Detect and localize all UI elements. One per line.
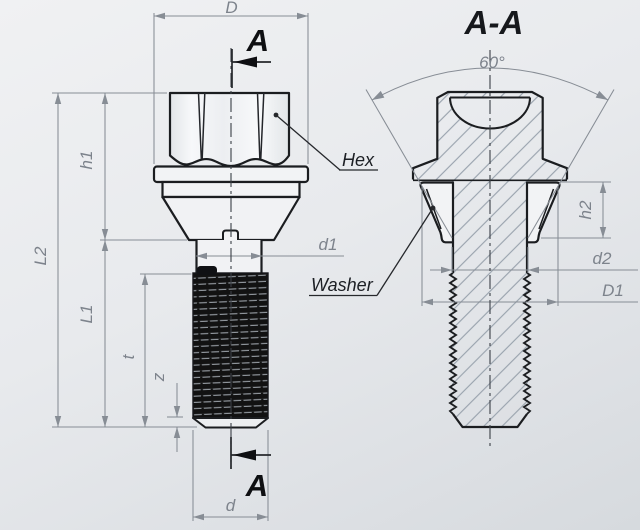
cone-angle-label: 60°: [479, 53, 505, 72]
arrow-arc-right: [595, 90, 608, 100]
section-title: A-A: [464, 4, 524, 41]
arrow-arc-left: [372, 90, 385, 100]
arrow-t-top: [141, 274, 149, 285]
arrow-t-bottom: [141, 416, 149, 427]
dim-label-L1: L1: [77, 305, 96, 324]
arrow-d-left: [193, 513, 204, 521]
shank-sides: [195, 240, 263, 274]
arrow-D1-left: [422, 298, 433, 306]
arrow-d2-right: [528, 266, 539, 274]
thread-runout: [197, 266, 217, 275]
thread-zigzag-right: [522, 272, 532, 415]
leader-washer: [376, 207, 434, 296]
hex-corner-edges: [197, 92, 265, 159]
ext-line-D1: [421, 186, 559, 306]
section-shank-sides: [451, 242, 529, 273]
arrow-h1-top: [101, 93, 109, 104]
dimension-arrows: [54, 12, 608, 521]
section-marker-top: A: [246, 23, 269, 58]
arrow-L2-bottom: [54, 416, 62, 427]
ext-line-d: [192, 430, 269, 521]
arrow-D1-right: [547, 298, 558, 306]
section-cut-marks: [230, 49, 271, 469]
arrow-h2-top: [599, 182, 607, 193]
ext-line-d2: [451, 247, 529, 273]
callout-leaders: [273, 112, 436, 297]
dim-label-d2: d2: [593, 249, 612, 268]
thread-tip-chamfer: [192, 417, 269, 429]
cut-arrow-top: [234, 56, 257, 68]
arrow-h1-bottom: [101, 229, 109, 240]
dim-label-h2: h2: [576, 200, 595, 219]
dim-label-d: d: [226, 496, 236, 515]
section-marker-bottom: A: [245, 468, 268, 503]
arrow-L2-top: [54, 93, 62, 104]
arrow-d1-right: [251, 252, 262, 260]
arrow-z-top: [173, 406, 181, 417]
dim-label-d1: d1: [319, 235, 338, 254]
thread: [192, 272, 269, 419]
arrow-L1-top: [101, 240, 109, 251]
washer-right-inner-edge: [538, 188, 555, 230]
dim-label-L2: L2: [31, 246, 50, 265]
dim-label-D1: D1: [602, 281, 624, 300]
dim-label-D: D: [225, 0, 237, 17]
arrow-z-bottom: [173, 427, 181, 438]
dim-label-t: t: [119, 353, 138, 359]
leader-hex: [275, 114, 341, 171]
arrow-d1-left: [196, 252, 207, 260]
arrow-L1-bottom: [101, 416, 109, 427]
arrow-D-right: [297, 12, 308, 20]
arrow-D-left: [154, 12, 165, 20]
leader-dot-washer: [430, 205, 436, 211]
arrow-d-right: [257, 513, 268, 521]
hex-head: [168, 91, 291, 168]
arrow-h2-bottom: [599, 227, 607, 238]
dim-label-h1: h1: [77, 151, 96, 170]
cone-angle-slants: [365, 89, 615, 239]
thread-zigzag-left: [448, 272, 458, 415]
arrow-d2-left: [441, 266, 452, 274]
ext-line-D: [153, 13, 309, 164]
centerlines: [230, 48, 491, 472]
section-body-outline: [411, 90, 569, 180]
leader-dot-hex: [273, 112, 279, 118]
cut-arrow-bottom: [233, 449, 256, 461]
dim-label-z: z: [149, 372, 168, 382]
callout-washer: Washer: [311, 275, 374, 295]
callout-hex: Hex: [342, 150, 375, 170]
dimension-lines: [52, 13, 638, 521]
